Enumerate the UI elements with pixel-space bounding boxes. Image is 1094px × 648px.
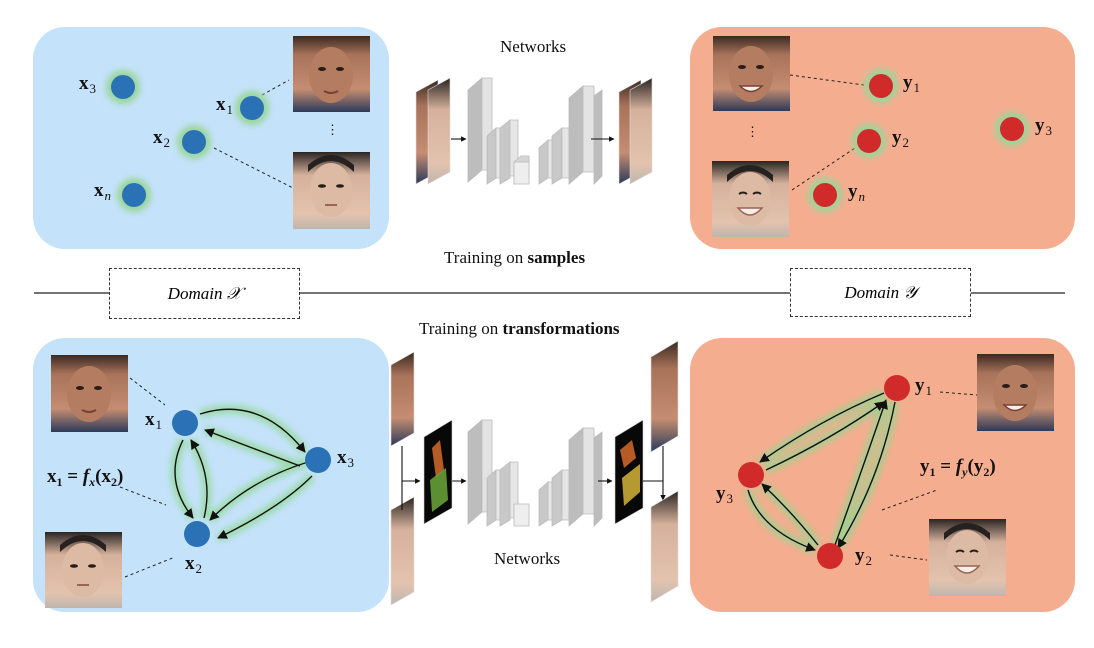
face-thumbnail-female-smiling-top-right xyxy=(713,36,790,111)
label-x1-bottom: x1 xyxy=(145,409,162,432)
label-yn-top: yn xyxy=(848,181,865,204)
encoder-blocks-top xyxy=(467,77,530,185)
networks-label-bottom: Networks xyxy=(494,549,561,568)
caption-transforms-bold: transformations xyxy=(502,319,620,338)
formula-y: y1 = fy(y2) xyxy=(920,456,996,479)
label-x2-bottom: x2 xyxy=(185,553,202,576)
input-image-stack-top xyxy=(415,77,451,185)
decoder-blocks-bottom xyxy=(538,427,603,527)
face-thumbnail-male-smiling-top-right xyxy=(712,161,789,237)
label-y3-top: y3 xyxy=(1035,115,1052,138)
node-x3-top xyxy=(106,70,140,104)
label-x1-top: x1 xyxy=(216,94,233,117)
domain-x-box: Domain 𝒳 xyxy=(109,268,300,319)
output-image-stack-top xyxy=(618,77,653,185)
transformation-map-input xyxy=(423,419,453,525)
node-y2-bottom xyxy=(817,543,843,569)
caption-training-on-samples: Training on samples xyxy=(444,248,585,268)
connectors-bottom-left xyxy=(119,377,176,578)
node-x3-bottom xyxy=(305,447,331,473)
face-thumbnail-female-top-left xyxy=(293,36,370,112)
ellipsis-top-left: ⋮ xyxy=(326,122,339,137)
node-x1-top xyxy=(235,91,269,125)
transformation-map-output xyxy=(614,419,644,525)
node-y2-top xyxy=(852,124,886,158)
label-x3-top: x3 xyxy=(79,73,96,96)
output-face-female-bottom xyxy=(650,340,679,453)
caption-transforms-prefix: Training on xyxy=(419,319,503,338)
ellipsis-top-right: ⋮ xyxy=(746,124,759,139)
face-thumbnail-male-smiling-bottom-right xyxy=(929,519,1006,596)
node-y1-bottom xyxy=(884,375,910,401)
networks-label-top: Networks xyxy=(500,37,567,56)
network-top xyxy=(415,77,653,185)
node-y1-top xyxy=(864,69,898,103)
node-x2-bottom xyxy=(184,521,210,547)
node-y3-top xyxy=(995,112,1029,146)
label-x2-top: x2 xyxy=(153,127,170,150)
node-y3-bottom xyxy=(738,462,764,488)
network-bottom xyxy=(390,340,679,606)
input-face-female-bottom xyxy=(390,351,415,447)
connectors-top-right xyxy=(789,74,865,191)
caption-samples-bold: samples xyxy=(527,248,586,267)
graph-edges-bottom-right xyxy=(743,388,900,555)
caption-training-on-transformations: Training on transformations xyxy=(419,319,620,339)
label-xn-top: xn xyxy=(94,180,111,203)
domain-y-label: Domain 𝒴 xyxy=(844,283,917,302)
node-x1-bottom xyxy=(172,410,198,436)
connectors-bottom-right xyxy=(881,391,978,561)
input-face-male-bottom xyxy=(390,496,415,606)
node-x2-top xyxy=(177,125,211,159)
encoder-blocks-bottom xyxy=(467,419,530,527)
face-thumbnail-female-smiling-bottom-right xyxy=(977,354,1054,431)
face-thumbnail-male-bottom-left xyxy=(45,532,122,608)
label-y1-bottom: y1 xyxy=(915,375,932,398)
domain-x-label: Domain 𝒳 xyxy=(167,284,242,303)
label-x3-bottom: x3 xyxy=(337,447,354,470)
node-xn-top xyxy=(117,178,151,212)
label-y1-top: y1 xyxy=(903,72,920,95)
label-y3-bottom: y3 xyxy=(716,483,733,506)
node-yn-top xyxy=(808,178,842,212)
formula-x: x1 = fx(x2) xyxy=(47,466,124,489)
decoder-blocks-top xyxy=(538,85,603,185)
graph-edges-bottom-left xyxy=(170,404,316,543)
connectors-top-left xyxy=(213,79,298,191)
nodes xyxy=(106,69,1029,569)
output-face-male-bottom xyxy=(650,490,679,603)
domain-y-box: Domain 𝒴 xyxy=(790,268,971,317)
face-thumbnail-female-bottom-left xyxy=(51,355,128,432)
label-y2-top: y2 xyxy=(892,127,909,150)
face-thumbnail-male-top-left xyxy=(293,152,370,229)
face-images xyxy=(45,36,1054,608)
caption-samples-prefix: Training on xyxy=(444,248,528,267)
label-y2-bottom: y2 xyxy=(855,545,872,568)
